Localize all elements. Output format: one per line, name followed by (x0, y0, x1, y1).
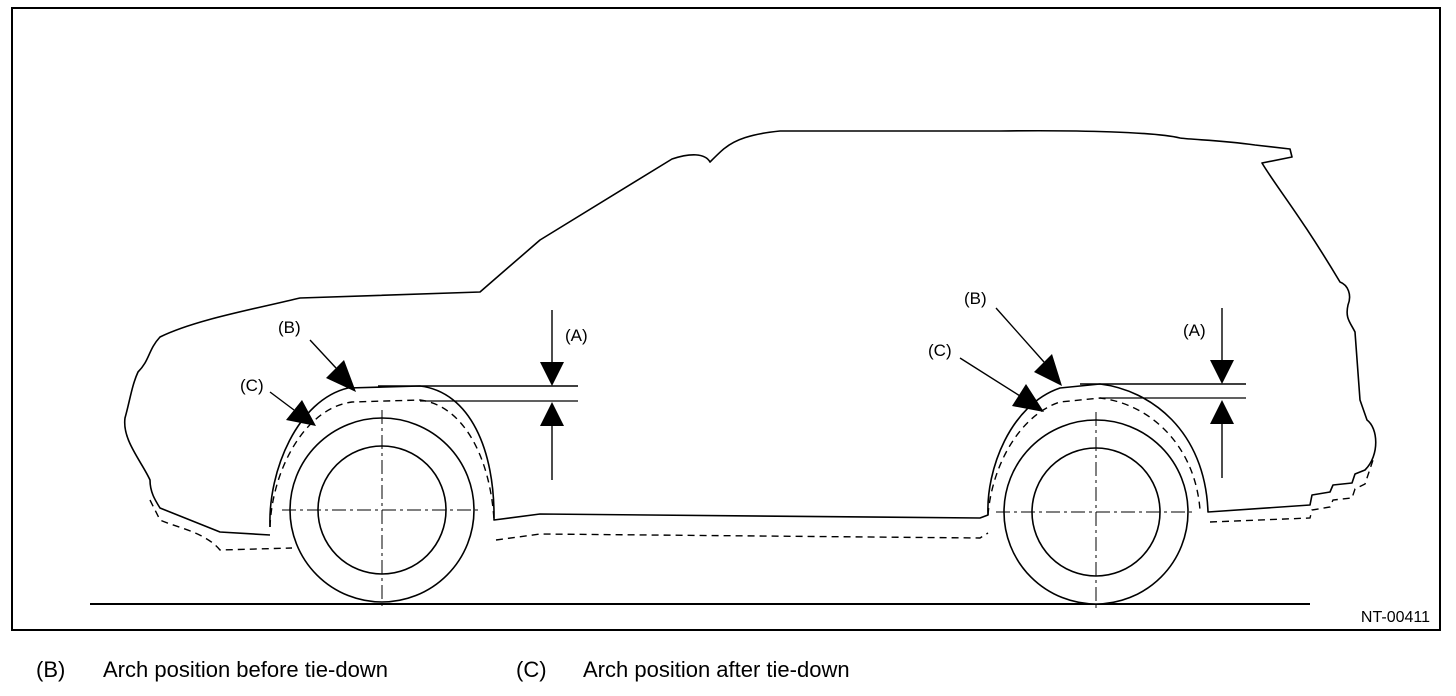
vehicle-body-outline (124, 129, 1377, 536)
rear-c-leader-arrow (1012, 384, 1044, 412)
figure-code: NT-00411 (1361, 609, 1430, 626)
front-dimension-arrow-down (540, 362, 564, 386)
front-label-a: (A) (565, 326, 588, 345)
legend-key-b: (B) (36, 657, 66, 682)
rear-label-c: (C) (928, 341, 952, 360)
rear-dimension-arrow-down (1210, 360, 1234, 384)
diagram-figure: (A) (B) (C) (A) (B) (C) NT-00411 (11, 7, 1441, 631)
rear-b-leader-arrow (1034, 354, 1062, 386)
legend-key-c: (C) (516, 657, 547, 682)
rear-wheel (996, 412, 1196, 608)
vehicle-lower-outline-after (149, 459, 1374, 551)
legend: (B) Arch position before tie-down (C) Ar… (0, 652, 1456, 688)
rear-label-b: (B) (964, 289, 987, 308)
front-arch-after (269, 399, 495, 528)
front-c-leader-arrow (286, 400, 316, 426)
diagram-frame (11, 7, 1441, 631)
legend-text-b: Arch position before tie-down (103, 657, 388, 682)
front-wheel (282, 410, 482, 606)
rear-label-a: (A) (1183, 321, 1206, 340)
front-label-c: (C) (240, 376, 264, 395)
rear-dimension-arrow-up (1210, 400, 1234, 424)
front-dimension-arrow-up (540, 402, 564, 426)
legend-text-c: Arch position after tie-down (583, 657, 850, 682)
front-label-b: (B) (278, 318, 301, 337)
front-b-leader-arrow (326, 360, 356, 392)
